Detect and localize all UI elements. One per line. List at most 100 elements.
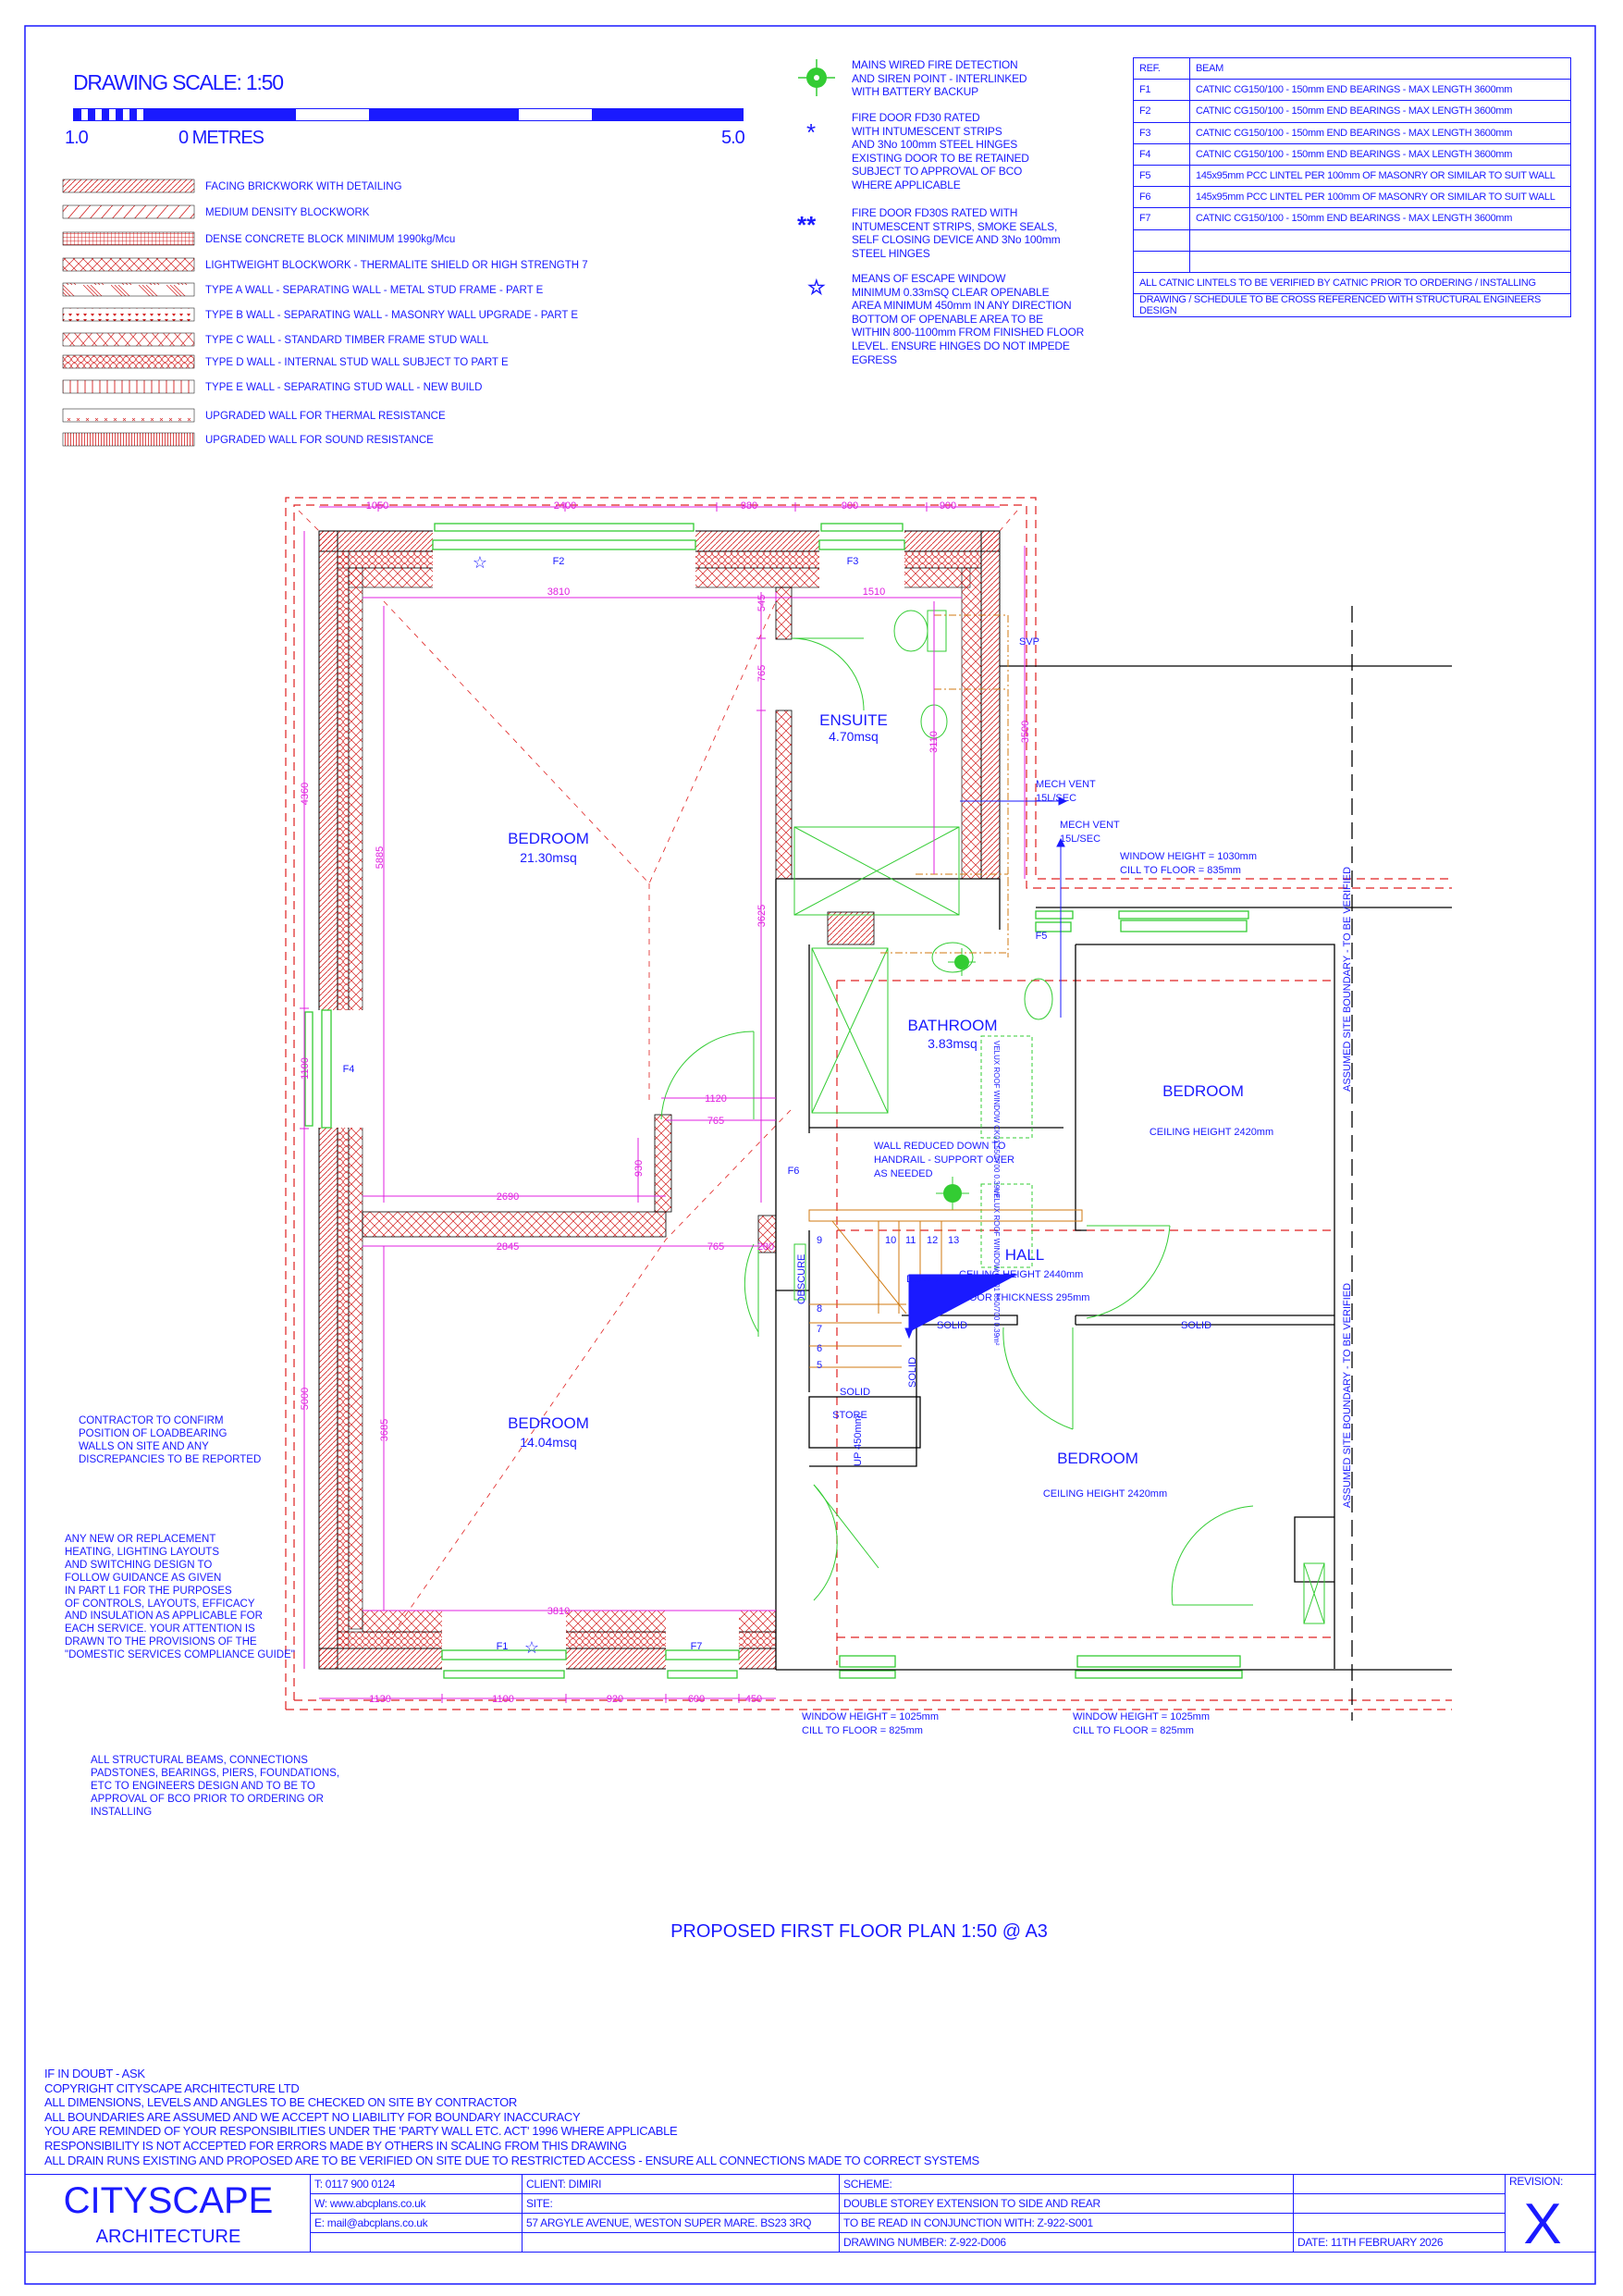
note-loadbearing: CONTRACTOR TO CONFIRM POSITION OF LOADBE… — [79, 1415, 262, 1465]
note-services: ANY NEW OR REPLACEMENT HEATING, LIGHTING… — [65, 1534, 295, 1661]
drawing-number: DRAWING NUMBER: Z-922-D006 — [839, 2232, 1294, 2253]
dim-765b: 765 — [707, 1241, 724, 1253]
scale-bar: DRAWING SCALE: 1:50 1.0 0 METRES 5.0 — [65, 70, 746, 148]
scale-right-label: 5.0 — [721, 128, 745, 148]
escape-window-star-icon: ☆ — [473, 553, 487, 572]
velux-label: VELUX ROOF WINDOW CK01 550/700 0.39m² — [992, 1189, 1001, 1346]
svp-label: SVP — [1019, 636, 1039, 648]
mech-vent-2-rate: 15L/SEC — [1060, 833, 1100, 845]
symbol-fire-detection-text: MAINS WIRED FIRE DETECTION AND SIREN POI… — [852, 58, 1027, 99]
velux-label: VELUX ROOF WINDOW CK01 550/700 0.39m² — [992, 1041, 1001, 1198]
stair-step: 7 — [817, 1324, 822, 1335]
scale-left-label: 1.0 — [65, 128, 89, 148]
svg-text:UPGRADED WALL FOR SOUND RESIST: UPGRADED WALL FOR SOUND RESISTANCE — [205, 435, 434, 446]
legend-item-type-c: TYPE C WALL - STANDARD TIMBER FRAME STUD… — [62, 332, 489, 347]
legend-item-type-b: TYPE B WALL - SEPARATING WALL - MASONRY … — [62, 307, 578, 322]
beam-ref-f7: F7 — [691, 1641, 703, 1652]
table-header-row: REF.BEAM — [1133, 56, 1571, 80]
dim-545: 545 — [756, 595, 768, 611]
dim-bottom-1: 1130 — [369, 1694, 391, 1705]
symbol-escape-window-text: MEANS OF ESCAPE WINDOW MINIMUM 0.33mSQ C… — [852, 272, 1085, 366]
symbol-fd30-text: FIRE DOOR FD30 RATED WITH INTUMESCENT ST… — [852, 111, 1029, 191]
stair-step: 12 — [927, 1235, 938, 1246]
scale-zero-label: 0 METRES — [178, 128, 264, 148]
site-boundary-label: ASSUMED SITE BOUNDARY - TO BE VERIFIED — [1342, 867, 1353, 1092]
stair-step: 11 — [905, 1235, 916, 1246]
wall-reduced-note-3: AS NEEDED — [874, 1168, 933, 1179]
room-name-store: STORE — [832, 1410, 867, 1421]
stair-steps: 5 6 7 8 9 10 11 12 13 — [817, 1235, 959, 1371]
stair-down-label: DOWN — [906, 1274, 939, 1285]
svg-text:TYPE C WALL - STANDARD TIMBER: TYPE C WALL - STANDARD TIMBER FRAME STUD… — [205, 335, 489, 346]
stair-step: 10 — [885, 1235, 896, 1246]
beam-ref-f6: F6 — [788, 1166, 800, 1177]
svg-text:TYPE E WALL - SEPARATING STUD: TYPE E WALL - SEPARATING STUD WALL - NEW… — [205, 382, 482, 393]
room-area-bedroom-1: 21.30msq — [520, 850, 576, 865]
room-name-hall: HALL — [1005, 1246, 1045, 1264]
star-icon: ☆ — [807, 276, 826, 299]
legend-item-type-d: TYPE D WALL - INTERNAL STUD WALL SUBJECT… — [62, 354, 509, 369]
site-boundary-label: ASSUMED SITE BOUNDARY - TO BE VERIFIED — [1342, 1283, 1353, 1508]
room-area-ensuite: 4.70msq — [829, 729, 879, 744]
drawing-date: DATE: 11TH FEBRUARY 2026 — [1293, 2232, 1506, 2253]
dim-3625: 3625 — [756, 905, 768, 927]
floor-thickness: FLOOR THICKNESS 295mm — [957, 1292, 1089, 1303]
table-row-empty — [1133, 228, 1571, 252]
legend-item-brick: FACING BRICKWORK WITH DETAILING — [62, 179, 402, 193]
legend-item-lightweight: LIGHTWEIGHT BLOCKWORK - THERMALITE SHIEL… — [62, 257, 588, 272]
title-block: T: 0117 900 0124 CLIENT: DIMIRI SCHEME: … — [25, 2174, 1596, 2253]
symbol-fd30s-text: FIRE DOOR FD30S RATED WITH INTUMESCENT S… — [852, 206, 1061, 260]
fire-detector-icon — [798, 59, 835, 96]
beam-ref-f3: F3 — [847, 556, 859, 567]
asterisk-icon: * — [806, 118, 816, 146]
revision-label: REVISION: — [1505, 2174, 1596, 2253]
mech-vent-2-label: MECH VENT — [1060, 820, 1120, 831]
double-asterisk-icon: ** — [797, 211, 817, 239]
beam-ref-f5: F5 — [1036, 931, 1048, 942]
client: CLIENT: DIMIRI — [522, 2174, 840, 2194]
solid-label-2: SOLID — [1181, 1320, 1211, 1331]
legend-item-thermal: UPGRADED WALL FOR THERMAL RESISTANCE — [62, 408, 446, 423]
window-top-height: WINDOW HEIGHT = 1030mm — [1120, 851, 1257, 862]
room-name-bedroom-1: BEDROOM — [508, 830, 589, 847]
dim-200: 200 — [757, 1241, 774, 1253]
dim-765a: 765 — [707, 1116, 724, 1127]
window-top-cill: CILL TO FLOOR = 835mm — [1120, 865, 1241, 876]
scale-title: DRAWING SCALE: 1:50 — [73, 70, 283, 94]
solid-label-3: SOLID — [840, 1387, 870, 1398]
svg-text:TYPE D WALL - INTERNAL STUD WA: TYPE D WALL - INTERNAL STUD WALL SUBJECT… — [205, 357, 509, 368]
dim-5885: 5885 — [375, 846, 386, 869]
room-name-ensuite: ENSUITE — [819, 711, 888, 729]
beam-ref-f1: F1 — [497, 1641, 509, 1652]
dim-bottom-2: 1100 — [492, 1694, 514, 1705]
dim-4360: 4360 — [300, 783, 311, 805]
website: W: www.abcplans.co.uk — [310, 2193, 523, 2214]
dim-3500: 3500 — [1020, 721, 1031, 743]
legend-item-type-e: TYPE E WALL - SEPARATING STUD WALL - NEW… — [62, 379, 482, 394]
table-note-row: DRAWING / SCHEDULE TO BE CROSS REFERENCE… — [1133, 293, 1571, 318]
floor-plan: 1050 2400 980 900 900 3810 1510 1120 765… — [285, 497, 1452, 1736]
legend: FACING BRICKWORK WITH DETAILING MEDIUM D… — [62, 179, 588, 447]
general-notes: IF IN DOUBT - ASK COPYRIGHT CITYSCAPE AR… — [44, 2067, 979, 2167]
svg-text:FACING BRICKWORK WITH DETAILIN: FACING BRICKWORK WITH DETAILING — [205, 181, 402, 192]
dim-3110: 3110 — [928, 731, 940, 753]
svg-text:UPGRADED WALL FOR THERMAL RESI: UPGRADED WALL FOR THERMAL RESISTANCE — [205, 411, 446, 422]
company-logo-cell — [25, 2174, 311, 2253]
legend-item-sound: UPGRADED WALL FOR SOUND RESISTANCE — [62, 432, 434, 447]
mech-vent-1-rate: 15L/SEC — [1036, 793, 1076, 804]
beam-ref-f2: F2 — [553, 556, 565, 567]
svg-text:DENSE CONCRETE BLOCK MINIMUM 1: DENSE CONCRETE BLOCK MINIMUM 1990kg/Mcu — [205, 234, 455, 245]
hall-ceiling-height: CEILING HEIGHT 2440mm — [959, 1269, 1083, 1280]
legend-item-type-a: TYPE A WALL - SEPARATING WALL - METAL ST… — [62, 282, 544, 297]
dim-top-3: 980 — [741, 500, 757, 512]
room-name-bathroom: BATHROOM — [908, 1017, 998, 1034]
room-area-bathroom: 3.83msq — [928, 1036, 977, 1051]
dim-top-2: 2400 — [554, 500, 576, 512]
dim-930: 930 — [633, 1160, 645, 1177]
dim-765v: 765 — [756, 665, 768, 682]
